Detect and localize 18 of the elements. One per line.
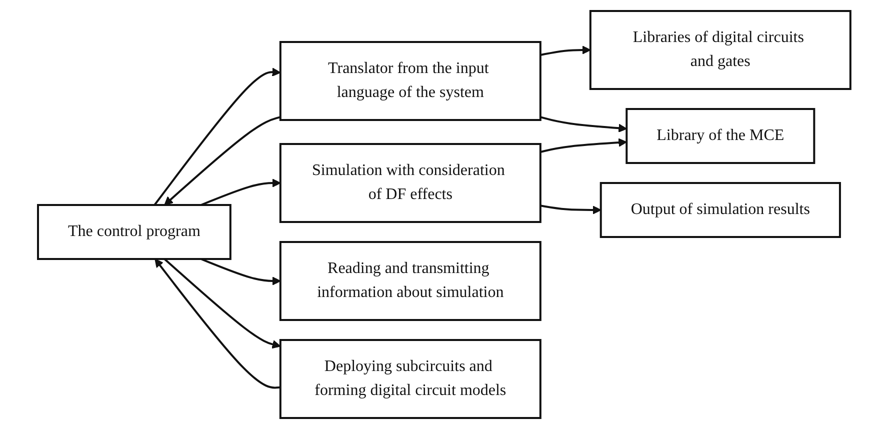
arrow <box>164 258 281 349</box>
arrow <box>154 258 280 389</box>
arrow <box>164 116 280 206</box>
node-box: Libraries of digital circuits and gates <box>589 10 852 90</box>
node-box: Translator from the input language of the system <box>279 41 542 121</box>
arrow <box>200 258 281 286</box>
node-box: Deploying subcircuits and forming digital circuit models <box>279 339 542 419</box>
arrow <box>154 68 281 206</box>
arrow <box>540 46 591 56</box>
arrow <box>540 204 602 214</box>
node-box: Reading and transmitting information about simulation <box>279 241 542 321</box>
arrow <box>540 116 627 132</box>
node-box: Simulation with consideration of DF effects <box>279 143 542 223</box>
node-box: The control program <box>36 204 232 260</box>
arrow <box>200 178 281 206</box>
arrow <box>540 138 627 153</box>
node-box: Library of the MCE <box>625 108 815 164</box>
node-box: Output of simulation results <box>600 182 841 238</box>
